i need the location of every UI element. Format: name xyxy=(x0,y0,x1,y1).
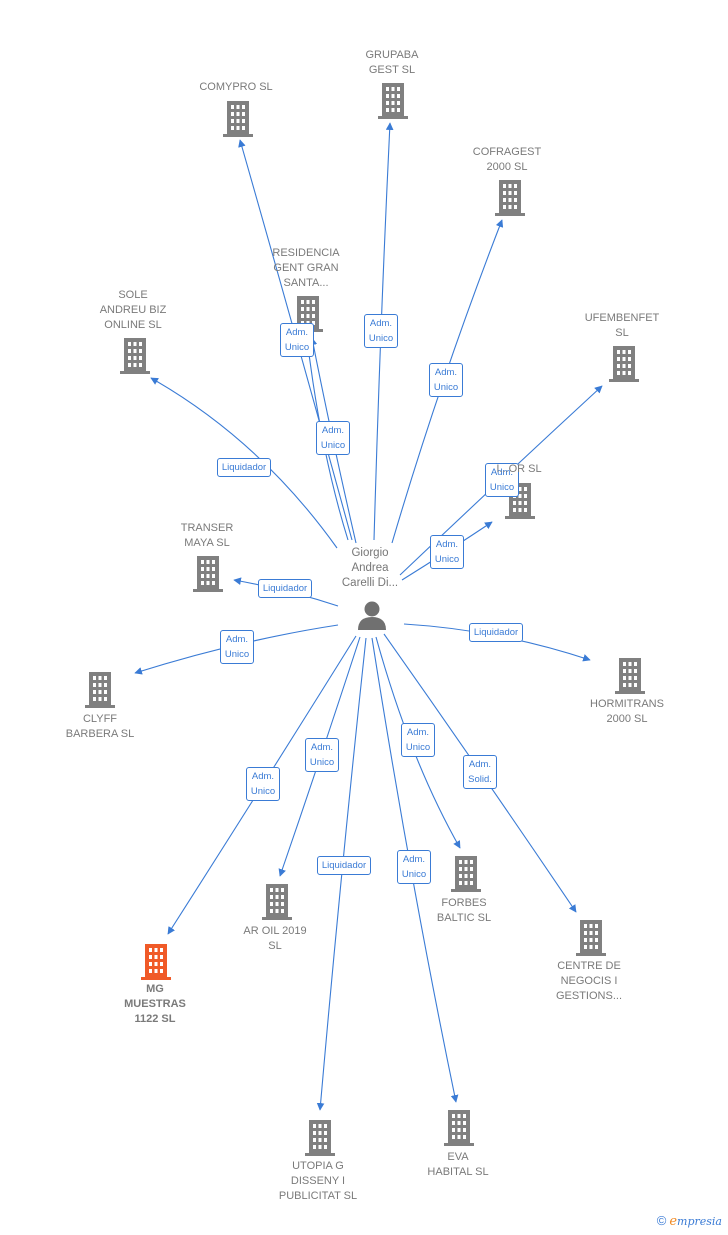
edge-label-cofragest: Adm. Unico xyxy=(428,363,464,397)
building-icon[interactable] xyxy=(141,944,171,980)
building-icon[interactable] xyxy=(576,920,606,956)
company-name-hormitrans[interactable]: HORMITRANS 2000 SL xyxy=(590,698,664,725)
building-icon[interactable] xyxy=(223,101,253,137)
company-name-eva[interactable]: EVA HABITAL SL xyxy=(427,1151,489,1178)
edge-label-extra: Adm. Unico xyxy=(315,421,351,455)
company-name-ufembenfet[interactable]: UFEMBENFET SL xyxy=(584,312,660,339)
company-name-aroil[interactable]: AR OIL 2019 SL xyxy=(243,925,307,952)
edge-label-forbes: Adm. Unico xyxy=(400,723,436,757)
building-icon[interactable] xyxy=(451,856,481,892)
empresia-brand: ©empresia xyxy=(657,1213,722,1229)
company-name-mgmuestras[interactable]: MG MUESTRAS 1122 SL xyxy=(124,983,186,1025)
company-name-cofragest[interactable]: COFRAGEST 2000 SL xyxy=(472,146,542,173)
edge-label-centre: Adm. Solid. xyxy=(463,755,497,789)
copyright-icon: © xyxy=(656,1213,667,1228)
company-name-utopia[interactable]: UTOPIA G DISSENY I PUBLICITAT SL xyxy=(278,1160,358,1202)
edge-label-hormitrans: Liquidador xyxy=(468,622,524,642)
edge-label-ufembenfet: Adm. Unico xyxy=(484,463,520,497)
company-name-forbes[interactable]: FORBES BALTIC SL xyxy=(436,897,492,924)
edge-label-utopia: Liquidador xyxy=(316,855,372,875)
company-name-sole[interactable]: SOLE ANDREU BIZ ONLINE SL xyxy=(99,289,167,331)
building-icon[interactable] xyxy=(305,1120,335,1156)
edge-label-clyff: Adm. Unico xyxy=(219,630,255,664)
edge-utopia xyxy=(316,637,367,1111)
building-icon[interactable] xyxy=(609,346,639,382)
edge-label-mgmuestras: Adm. Unico xyxy=(245,767,281,801)
building-icon[interactable] xyxy=(193,556,223,592)
building-icon[interactable] xyxy=(444,1110,474,1146)
company-name-clyff[interactable]: CLYFF BARBERA SL xyxy=(65,713,135,740)
building-icon[interactable] xyxy=(262,884,292,920)
brand-name: mpresia xyxy=(677,1215,722,1228)
company-name-centre[interactable]: CENTRE DE NEGOCIS I GESTIONS... xyxy=(555,960,622,1002)
brand-e-logo: e xyxy=(669,1214,678,1229)
company-name-inversor[interactable]: I...OR SL xyxy=(496,463,542,475)
edge-sole xyxy=(150,377,338,549)
company-name-grupaba[interactable]: GRUPABA GEST SL xyxy=(365,49,419,76)
building-icon[interactable] xyxy=(378,83,408,119)
edge-label-aroil: Adm. Unico xyxy=(304,738,340,772)
edge-label-sole: Liquidador xyxy=(216,457,272,477)
center-person-name[interactable]: Giorgio Andrea Carelli Di... xyxy=(341,547,399,589)
edge-label-grupaba: Adm. Unico xyxy=(363,314,399,348)
edge-label-transer: Liquidador xyxy=(257,578,313,598)
building-icon[interactable] xyxy=(85,672,115,708)
building-icon[interactable] xyxy=(120,338,150,374)
company-name-comypro[interactable]: COMYPRO SL xyxy=(199,81,273,93)
person-icon xyxy=(358,601,386,630)
edge-label-inversor: Adm. Unico xyxy=(429,535,465,569)
building-icon[interactable] xyxy=(495,180,525,216)
company-name-residencia[interactable]: RESIDENCIA GENT GRAN SANTA... xyxy=(272,247,340,289)
building-icon[interactable] xyxy=(615,658,645,694)
edge-label-residencia: Adm. Unico xyxy=(279,323,315,357)
company-name-transer[interactable]: TRANSER MAYA SL xyxy=(180,522,234,549)
edge-label-eva: Adm. Unico xyxy=(396,850,432,884)
